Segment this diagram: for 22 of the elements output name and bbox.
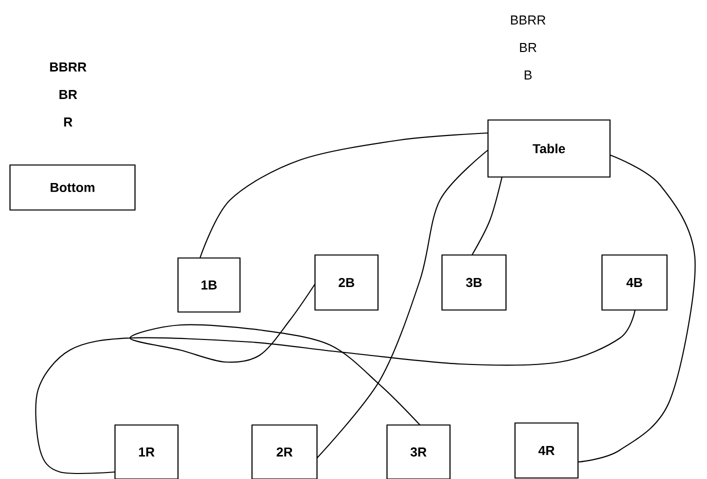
connector-line [578,154,696,463]
stack-label: BR [60,90,78,99]
block-box: 4B [601,254,668,311]
stack-label: B [524,70,532,80]
block-box: 2R [251,424,318,479]
block-box: 3B [441,254,507,311]
connector-line [472,176,503,256]
stack-label: BR [520,43,536,52]
stack-label: BBRR [50,62,86,72]
block-box: Bottom [9,164,136,211]
block-box: 1R [114,424,179,479]
block-box: 1B [177,257,241,313]
block-box: 2B [314,254,379,311]
block-box: 3R [386,424,451,479]
stack-label: BBRR [511,16,546,24]
connector-line [316,150,488,458]
connector-line [35,310,636,474]
connector-line [199,132,488,258]
stack-label: R [64,118,72,126]
block-box: 4R [514,422,579,479]
connector-line [129,284,420,426]
block-box: Table [487,119,611,178]
